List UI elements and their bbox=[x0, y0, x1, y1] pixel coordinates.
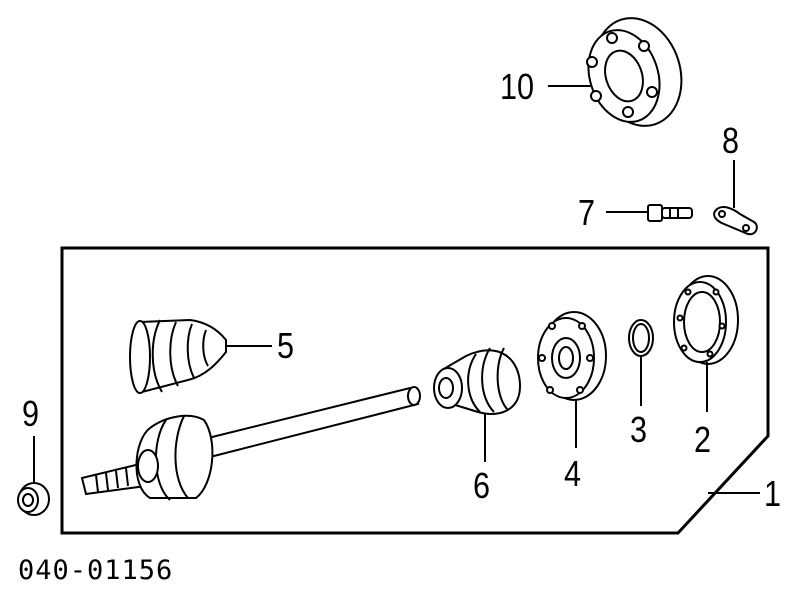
part-6-inner-boot bbox=[433, 347, 522, 415]
callout-7: 7 bbox=[578, 192, 596, 233]
drawing-code: 040-01156 bbox=[18, 555, 174, 586]
callout-5: 5 bbox=[277, 325, 295, 366]
outer-cv-joint bbox=[80, 414, 214, 501]
callout-4: 4 bbox=[564, 453, 582, 494]
callout-6: 6 bbox=[473, 465, 491, 506]
part-8-lock-plate bbox=[713, 206, 758, 236]
callout-8: 8 bbox=[722, 120, 740, 161]
part-3-snap-ring bbox=[628, 319, 654, 357]
part-4-inner-cv-joint bbox=[537, 311, 607, 401]
assembly-frame bbox=[60, 246, 770, 535]
callout-1: 1 bbox=[764, 473, 782, 514]
part-9-seal-nut bbox=[17, 482, 50, 516]
part-5-outer-boot bbox=[129, 318, 227, 394]
part-2-flange-cap bbox=[673, 275, 739, 365]
callout-9: 9 bbox=[22, 393, 40, 434]
callout-3: 3 bbox=[630, 409, 648, 450]
part-10-flex-coupling bbox=[586, 17, 683, 127]
callout-2: 2 bbox=[694, 419, 712, 460]
callout-10: 10 bbox=[500, 66, 535, 107]
part-7-bolt bbox=[647, 204, 693, 222]
axle-shaft bbox=[198, 386, 421, 460]
